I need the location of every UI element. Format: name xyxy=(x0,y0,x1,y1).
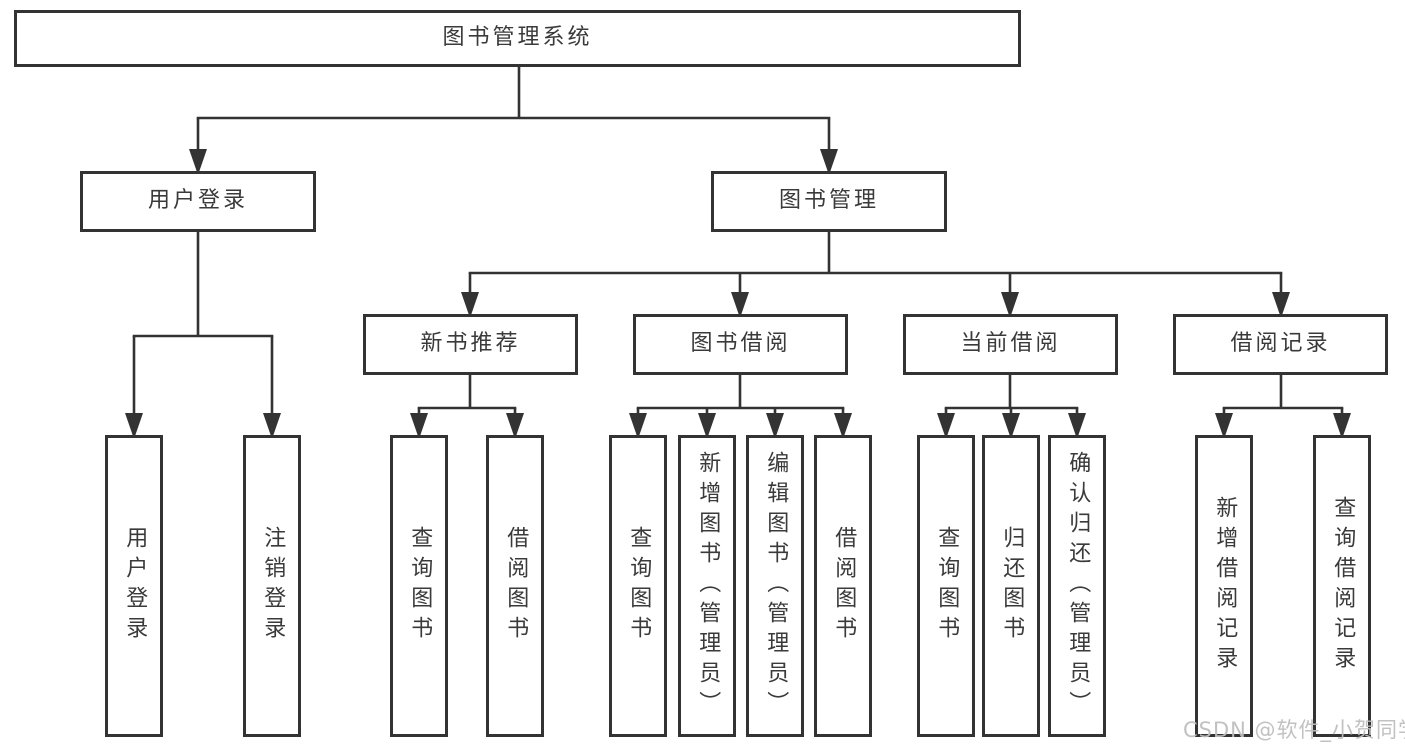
node-leaf-borrow-books: 借阅图书 xyxy=(814,435,872,737)
node-book-borrowing: 图书借阅 xyxy=(633,314,848,375)
node-current-borrowing: 当前借阅 xyxy=(903,314,1118,375)
node-leaf-add-borrow-record: 新增借阅记录 xyxy=(1195,435,1253,737)
node-new-book-recommend: 新书推荐 xyxy=(363,314,578,375)
node-leaf-borrow-books-recommend: 借阅图书 xyxy=(486,435,544,737)
node-borrowing-records: 借阅记录 xyxy=(1173,314,1388,375)
node-leaf-query-borrow-record: 查询借阅记录 xyxy=(1313,435,1371,737)
node-user-login: 用户登录 xyxy=(80,171,316,232)
csdn-watermark: CSDN @软件_小贺同学 xyxy=(1183,718,1405,742)
node-root-system: 图书管理系统 xyxy=(14,10,1021,67)
connector-trunks xyxy=(132,65,1344,410)
node-leaf-return-books: 归还图书 xyxy=(982,435,1040,737)
node-book-management: 图书管理 xyxy=(711,171,947,232)
node-leaf-logout: 注销登录 xyxy=(243,435,301,737)
node-leaf-query-books-borrowing: 查询图书 xyxy=(609,435,667,737)
node-leaf-query-books-recommend: 查询图书 xyxy=(390,435,448,737)
node-leaf-add-books-admin: 新增图书（管理员） xyxy=(678,435,736,737)
node-leaf-user-login: 用户登录 xyxy=(105,435,163,737)
node-leaf-confirm-return-admin: 确认归还（管理员） xyxy=(1048,435,1106,737)
connector-arrows xyxy=(125,118,1351,439)
node-leaf-query-books-current: 查询图书 xyxy=(917,435,975,737)
node-leaf-edit-books-admin: 编辑图书（管理员） xyxy=(746,435,804,737)
